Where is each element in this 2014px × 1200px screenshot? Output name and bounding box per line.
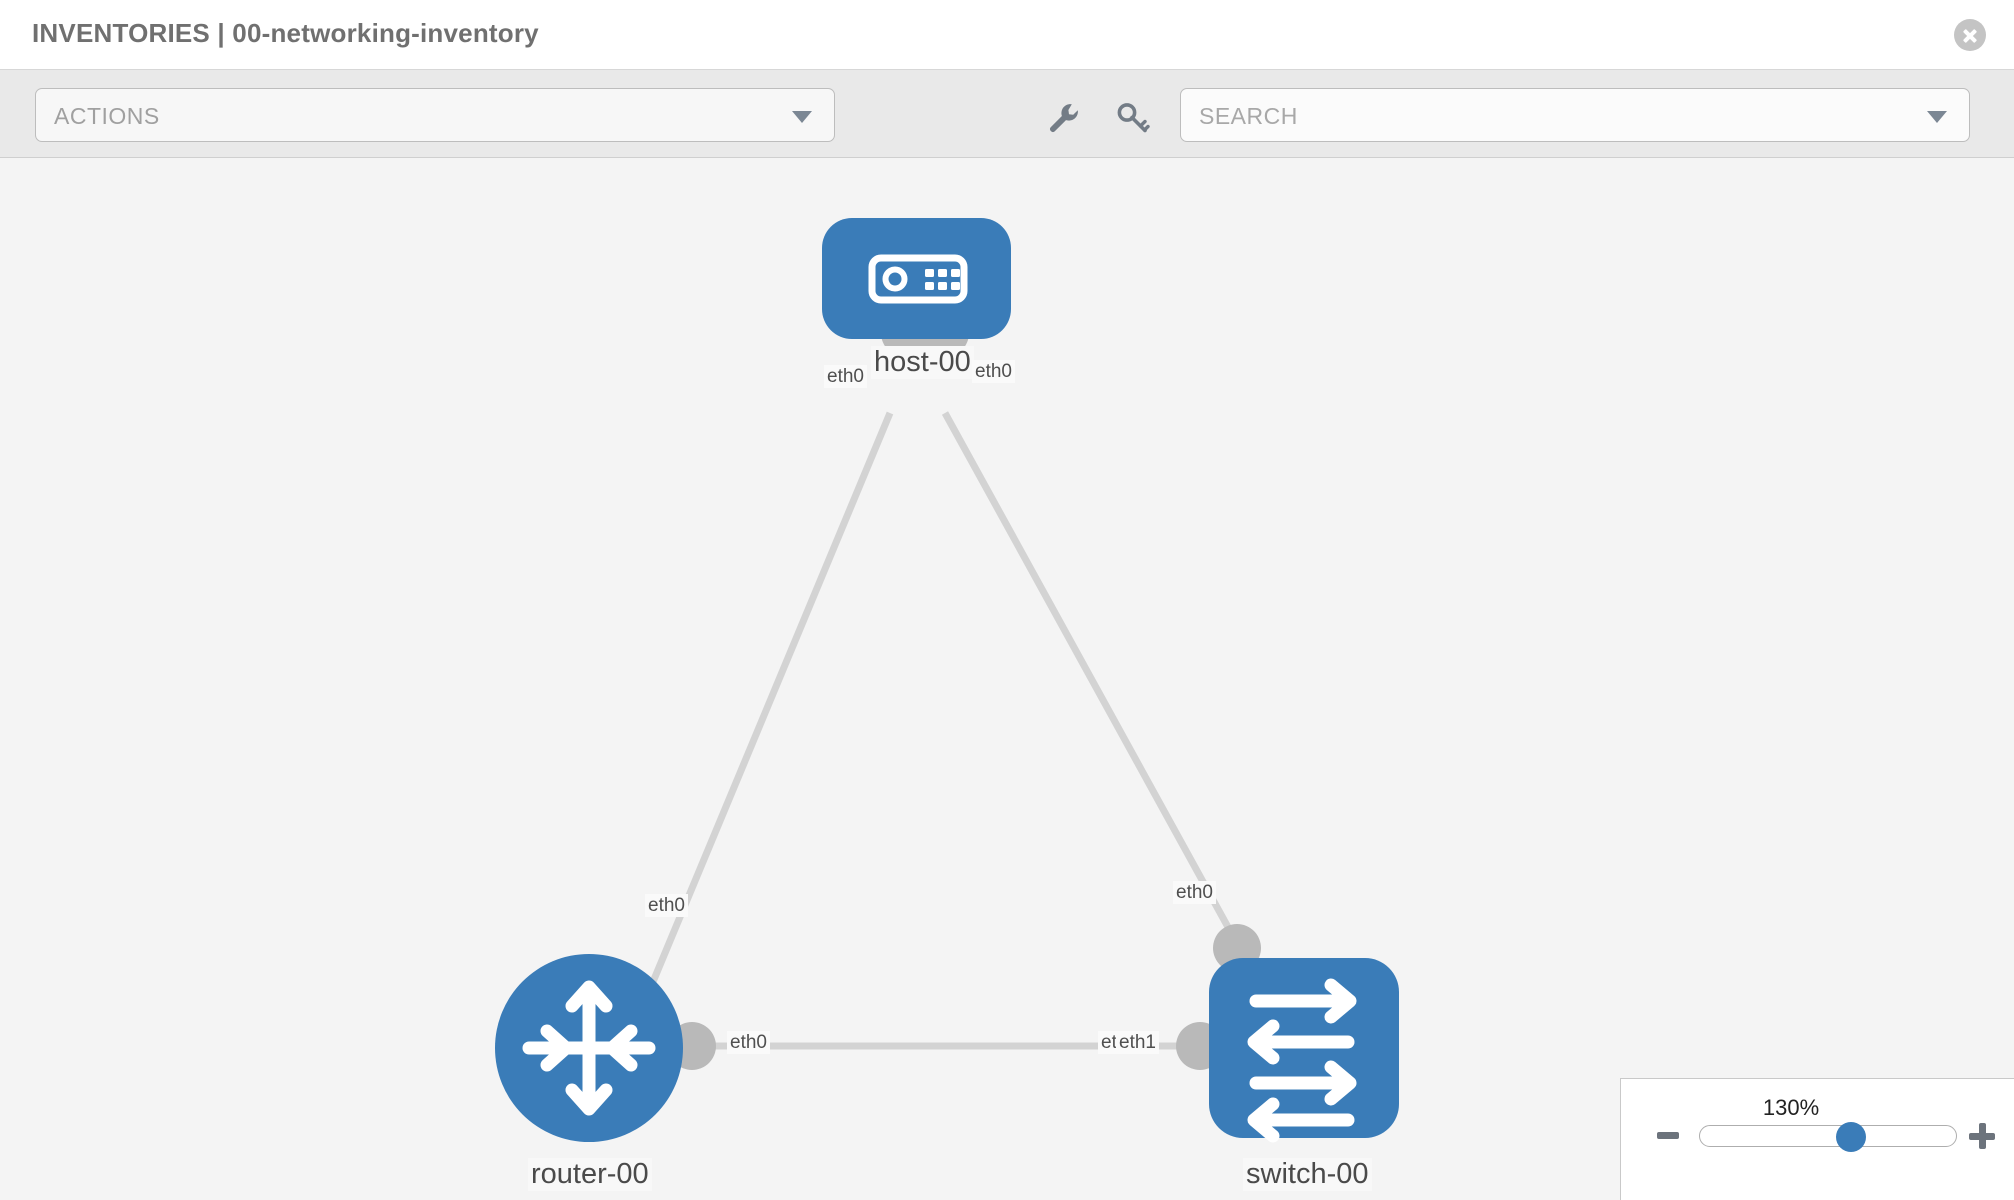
node-label-router-00[interactable]: router-00 [528,1158,652,1191]
node-label-switch-00[interactable]: switch-00 [1243,1158,1372,1191]
iface-label-switch-up: eth0 [1173,881,1216,904]
zoom-level-value: 130% [1762,1095,1820,1120]
zoom-slider-thumb[interactable] [1835,1122,1866,1152]
key-icon[interactable] [1115,100,1151,136]
search-input[interactable]: SEARCH [1180,88,1970,142]
link-host-router [636,411,894,1015]
iface-label-router-up: eth0 [645,894,688,917]
search-placeholder: SEARCH [1199,103,1298,129]
zoom-slider-track[interactable] [1699,1125,1957,1147]
wrench-icon[interactable] [1046,100,1082,136]
toolbar: ACTIONS SEARCH [0,70,2014,158]
zoom-control-panel: 130% [1620,1078,2014,1200]
iface-label-host-left: eth0 [824,365,867,388]
close-icon[interactable] [1954,19,1986,51]
topology-canvas[interactable]: host-00 eth0 eth0 eth0 eth0 eth0 eth0 et… [0,158,2014,1200]
node-router-00 [495,954,683,1142]
iface-label-host-right: eth0 [972,360,1015,383]
iface-label-switch-left-over: eth1 [1116,1031,1159,1054]
link-host-switch [941,411,1249,960]
page-header: INVENTORIES | 00-networking-inventory [0,0,2014,70]
iface-label-router-right: eth0 [727,1031,770,1054]
topology-graph [495,218,1399,1143]
zoom-out-button[interactable] [1657,1132,1679,1139]
node-host-00 [822,218,1011,339]
node-switch-00 [1209,958,1399,1143]
actions-dropdown[interactable]: ACTIONS [35,88,835,142]
page-title: INVENTORIES | 00-networking-inventory [32,18,539,48]
node-label-host-00[interactable]: host-00 [871,346,974,379]
zoom-in-button[interactable] [1969,1123,1995,1149]
actions-dropdown-label: ACTIONS [54,103,160,129]
chevron-down-icon[interactable] [1927,111,1947,123]
chevron-down-icon [792,111,812,123]
